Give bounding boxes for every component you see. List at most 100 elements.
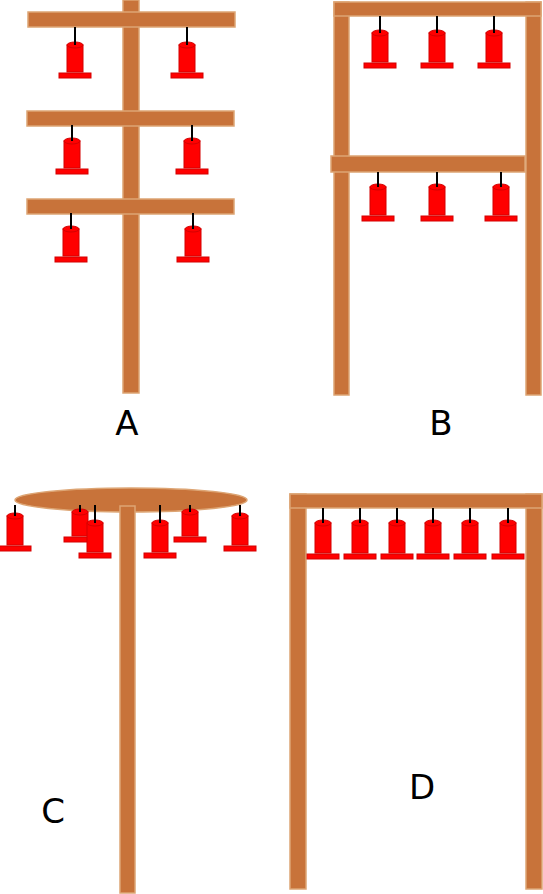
hanging-wire — [192, 213, 194, 229]
insulator-body — [493, 187, 509, 215]
insulator-body — [352, 523, 368, 553]
insulator — [492, 508, 524, 559]
insulator — [344, 508, 376, 559]
wooden-pole — [123, 0, 139, 393]
insulator — [174, 505, 206, 542]
hanging-wire — [239, 505, 241, 516]
hanging-wire — [436, 172, 438, 187]
insulator-base — [478, 63, 510, 68]
hanging-wire — [186, 27, 188, 45]
insulator-body — [389, 523, 405, 553]
hanging-wire — [500, 172, 502, 187]
hanging-wire — [493, 16, 495, 33]
figure-letter: B — [429, 406, 452, 440]
insulator-body — [462, 523, 478, 553]
insulator-base — [492, 554, 524, 559]
insulator-base — [55, 257, 87, 262]
hanging-wire — [74, 27, 76, 45]
cross-arm — [28, 12, 235, 27]
hanging-wire — [436, 172, 438, 187]
insulator-body — [182, 512, 198, 536]
figure-letter: A — [115, 406, 138, 440]
insulator-base — [421, 63, 453, 68]
hanging-wire — [436, 16, 438, 33]
insulator — [478, 16, 510, 68]
hanging-wire — [94, 505, 96, 523]
insulator-base — [485, 216, 517, 221]
insulator — [55, 213, 87, 262]
insulator — [307, 508, 339, 559]
cross-beam — [290, 494, 542, 508]
insulator — [362, 172, 394, 221]
insulator-base — [176, 169, 208, 174]
hanging-wire — [507, 508, 509, 523]
insulator-body — [500, 523, 516, 553]
insulator-body — [315, 523, 331, 553]
hanging-wire — [189, 505, 191, 512]
hanging-wire — [469, 508, 471, 523]
hanging-wire — [79, 505, 81, 512]
insulator-body — [185, 229, 201, 256]
hanging-wire — [191, 125, 193, 141]
hanging-wire — [379, 16, 381, 33]
insulator — [421, 16, 453, 68]
insulator-body — [372, 33, 388, 62]
hanging-wire — [322, 508, 324, 523]
insulator-body — [179, 45, 195, 72]
insulator-base — [56, 169, 88, 174]
insulator-base — [144, 553, 176, 558]
insulator — [56, 125, 88, 174]
insulator-base — [307, 554, 339, 559]
insulator-body — [7, 516, 23, 545]
hanging-wire — [159, 505, 161, 523]
insulator-base — [362, 216, 394, 221]
insulator-body — [429, 33, 445, 62]
cross-arm — [27, 199, 234, 214]
insulator-base — [171, 73, 203, 78]
insulator-body — [67, 45, 83, 72]
insulator-body — [63, 229, 79, 256]
hanging-wire — [396, 508, 398, 523]
insulator — [485, 172, 517, 221]
insulator — [417, 508, 449, 559]
insulator-base — [0, 546, 31, 551]
cross-arm — [27, 111, 234, 126]
hanging-wire — [71, 125, 73, 141]
insulator-body — [64, 141, 80, 168]
hanging-wire — [469, 508, 471, 523]
insulator-body — [425, 523, 441, 553]
hanging-wire — [192, 213, 194, 229]
hanging-wire — [359, 508, 361, 523]
insulator-base — [417, 554, 449, 559]
figure-letter: D — [409, 770, 435, 804]
insulator-base — [59, 73, 91, 78]
hanging-wire — [500, 172, 502, 187]
insulator-base — [421, 216, 453, 221]
insulator-base — [344, 554, 376, 559]
hanging-wire — [70, 213, 72, 229]
hanging-wire — [159, 505, 161, 523]
insulator — [454, 508, 486, 559]
hanging-wire — [379, 16, 381, 33]
insulator-base — [454, 554, 486, 559]
wooden-post — [526, 494, 542, 889]
cross-beam — [331, 156, 525, 172]
hanging-wire — [436, 16, 438, 33]
wooden-post — [526, 2, 541, 395]
insulator-body — [72, 512, 88, 536]
insulator-body — [486, 33, 502, 62]
insulator — [0, 505, 31, 551]
hanging-wire — [359, 508, 361, 523]
hanging-wire — [396, 508, 398, 523]
insulator — [144, 505, 176, 558]
insulator — [171, 27, 203, 78]
hanging-wire — [377, 172, 379, 187]
cross-beam — [334, 2, 541, 16]
insulator — [79, 505, 111, 558]
insulator-body — [152, 523, 168, 552]
insulator-body — [232, 516, 248, 545]
insulator-base — [177, 257, 209, 262]
hanging-wire — [14, 505, 16, 516]
